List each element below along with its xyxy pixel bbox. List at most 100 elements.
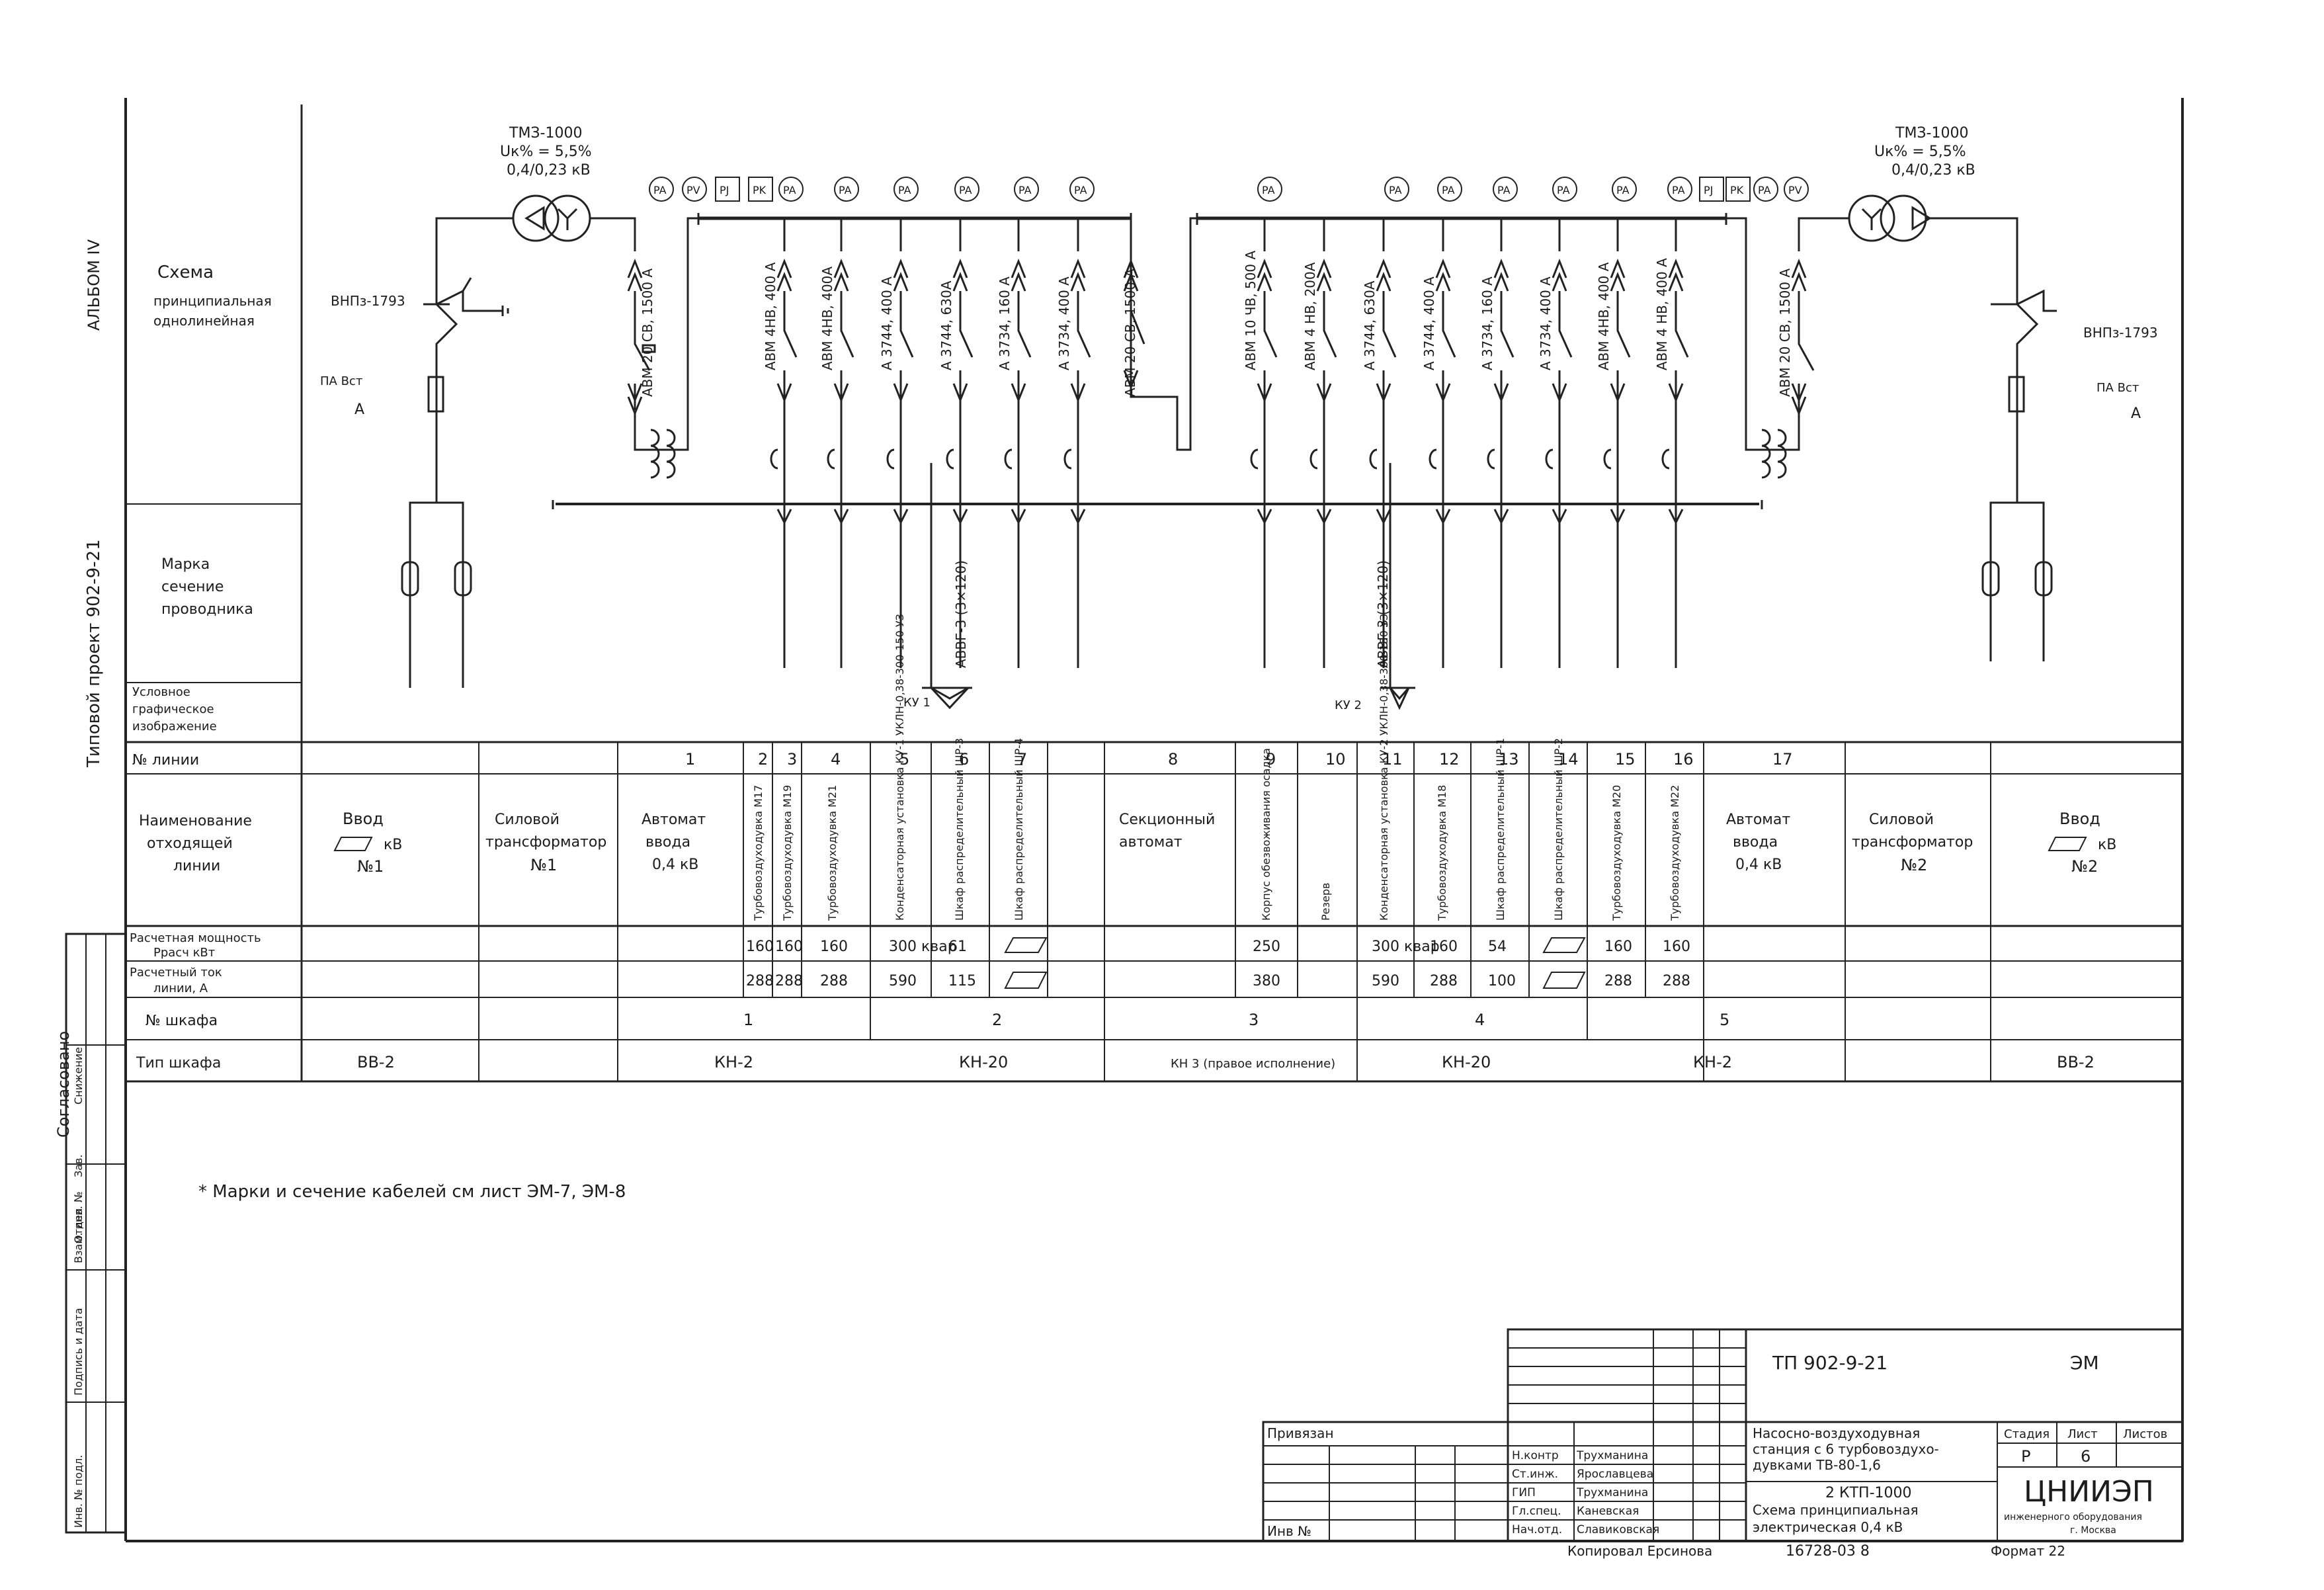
meter-symbol: PA (1758, 184, 1771, 196)
line-number: 3 (787, 750, 797, 769)
tb-person: Ярославцева (1577, 1468, 1653, 1481)
label-cabinet-no: № шкафа (145, 1013, 218, 1029)
tr-left-voltage: 0,4/0,23 кВ (507, 162, 591, 179)
breaker-label: АВМ 4НВ, 400А (819, 267, 835, 370)
vip-right: ВНПз-1793 (2083, 325, 2158, 341)
line-number: 17 (1772, 750, 1793, 769)
label-power-1: Расчетная мощность (130, 931, 261, 945)
transformer-right-winding-2 (1880, 194, 1927, 242)
power-value: 250 (1253, 939, 1280, 955)
stamp-small-lower: Снижение (72, 1047, 85, 1105)
feeder-line (1250, 218, 1278, 668)
cable-ku1: АВВГ-3 (3×120) (953, 560, 969, 668)
power-value: 160 (746, 939, 774, 955)
tb-org-sub-2: г. Москва (2070, 1525, 2116, 1536)
tb-stage-h: Стадия (2004, 1427, 2050, 1441)
meter-symbol: PA (1672, 184, 1685, 196)
meter-symbol: PA (1497, 184, 1511, 196)
fuse-left (427, 376, 444, 413)
tb-object-2: станция с 6 турбовоздухо- (1753, 1441, 1939, 1457)
power-value: 300 квар (1372, 939, 1440, 955)
breaker-label: А 3734, 400 А (1538, 276, 1554, 370)
meter-symbol: PA (1442, 184, 1455, 196)
current-value: 590 (889, 973, 917, 989)
breaker-label: А 3734, 160 А (997, 276, 1013, 370)
outgoing-line-name: Турбовоздуходувка М17 (752, 785, 765, 921)
current-value: 115 (948, 973, 976, 989)
tb-project: ТП 902-9-21 (1772, 1352, 1888, 1374)
breaker-label: АВМ 10 ЧВ, 500 А (1243, 251, 1259, 371)
tr2-sub: трансформатор (1852, 834, 1973, 851)
feeder-line (1661, 218, 1689, 668)
ct-right-1 (1981, 561, 2000, 597)
cabinet-number: 1 (743, 1011, 753, 1029)
meter-symbol: PV (1788, 184, 1802, 196)
outgoing-line-name: Турбовоздуходувка М22 (1669, 785, 1681, 921)
tb-org: ЦНИИЭП (2024, 1475, 2154, 1509)
current-value: 380 (1253, 973, 1280, 989)
cabinet-type: КН 3 (правое исполнение) (1171, 1057, 1335, 1071)
label-symbol-1: Условное (132, 685, 190, 699)
tr-right-uk: Uк% = 5,5% (1874, 144, 1966, 160)
feeder-line (770, 218, 798, 668)
current-value: 288 (820, 973, 848, 989)
line-number: 16 (1673, 750, 1694, 769)
line-number: 12 (1439, 750, 1460, 769)
line-number: 13 (1499, 750, 1519, 769)
outgoing-line-name: Конденсаторная установка КУ-2 УКЛН-0,38-… (1378, 614, 1390, 921)
side-stamp: АЛЬБОМ IV Типовой проект 902-9-21 Соглас… (54, 239, 127, 1534)
line-number: 7 (1017, 750, 1027, 769)
breaker-label: АВМ 4НВ, 400 А (1596, 262, 1612, 370)
meter-symbol: PA (1616, 184, 1630, 196)
power-value: 160 (1604, 939, 1632, 955)
label-current-1: Расчетный ток (130, 966, 222, 980)
power-value: 160 (820, 939, 848, 955)
feeder-line (1369, 218, 1397, 668)
tb-object-1: Насосно-воздуходувная (1753, 1425, 1920, 1441)
meter-symbol: PA (1074, 184, 1087, 196)
pa-left-1: ПА Вст (320, 374, 362, 388)
line-number: 6 (959, 750, 969, 769)
tr2-no: №2 (1901, 856, 1927, 874)
feeder-line (1603, 218, 1631, 668)
avt1-kv: 0,4 кВ (652, 857, 698, 873)
cabinet-number: 4 (1475, 1011, 1485, 1029)
stamp-small-head: Зав. (72, 1154, 85, 1177)
tr1-title: Силовой (495, 812, 560, 828)
tb-format: Формат 22 (1991, 1543, 2065, 1559)
label-current-2: линии, А (153, 982, 208, 995)
tr-right-model: ТМЗ-1000 (1895, 125, 1968, 142)
tb-number: 16728-03 8 (1786, 1543, 1870, 1560)
current-value: 590 (1372, 973, 1399, 989)
tr2-title: Силовой (1869, 812, 1934, 828)
tb-bound: Привязан (1267, 1425, 1334, 1441)
tb-role: Ст.инж. (1512, 1468, 1558, 1481)
meter-symbol: PA (1018, 184, 1032, 196)
tb-role: Нач.отд. (1512, 1523, 1562, 1536)
tb-org-sub-1: инженерного оборудования (2004, 1512, 2142, 1523)
meter-symbol: PA (1262, 184, 1275, 196)
line-number: 10 (1325, 750, 1346, 769)
sect-title: Секционный (1119, 812, 1215, 828)
tb-role: ГИП (1512, 1486, 1536, 1499)
current-value: 288 (1430, 973, 1458, 989)
vvod1-title: Ввод (343, 810, 384, 828)
vvod1-no: №1 (357, 857, 384, 876)
tb-person: Каневская (1577, 1505, 1639, 1518)
tb-sheet-h: Лист (2067, 1427, 2098, 1441)
breaker-label: А 3734, 160 А (1479, 276, 1495, 370)
sect-sub: автомат (1119, 834, 1183, 851)
breaker-label: А 3734, 400 А (1056, 276, 1072, 370)
breaker-label: А 3744, 630А (1362, 280, 1378, 370)
label-cabinet-type: Тип шкафа (136, 1055, 221, 1071)
meter-symbol: PA (1389, 184, 1402, 196)
outgoing-line-name: Турбовоздуходувка М19 (781, 785, 794, 921)
tr1-no: №1 (530, 856, 557, 874)
line-number: 4 (831, 750, 841, 769)
ku2-label: КУ 2 (1335, 698, 1362, 712)
feeder-table: Ввод кВ №1 Силовой трансформатор №1 Авто… (333, 614, 2116, 1071)
outgoing-line-name: Шкаф распределительный ШР-4 (1013, 738, 1025, 921)
feeder-line (1429, 218, 1456, 668)
line-number: 8 (1168, 750, 1178, 769)
